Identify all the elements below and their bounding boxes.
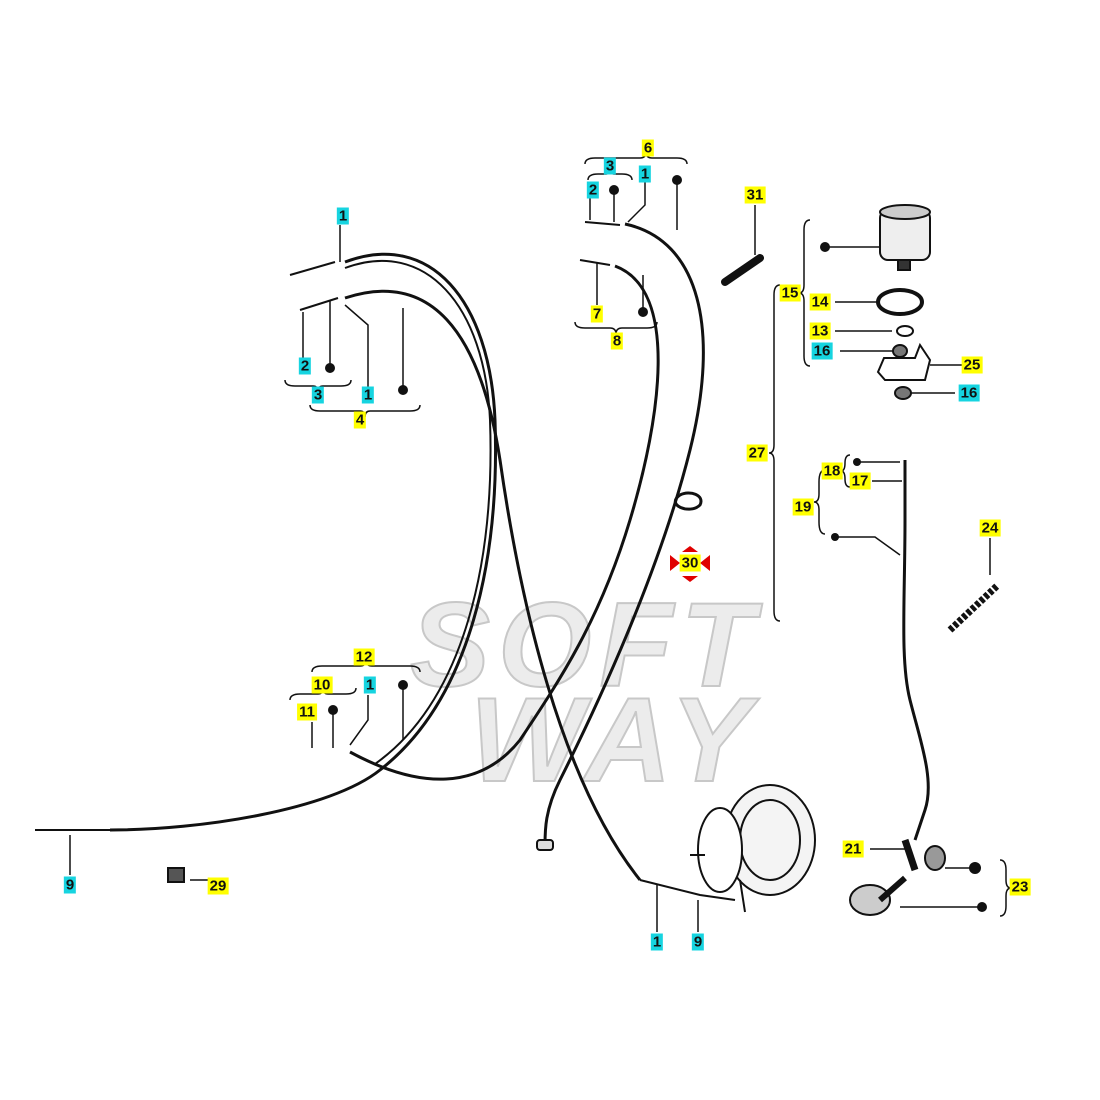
callout-label: 1: [638, 165, 652, 183]
cable-speedo: [543, 221, 705, 846]
cable-end-rear: [639, 879, 736, 901]
callout-label: 16: [811, 342, 833, 360]
callout-label: 30: [679, 554, 701, 572]
callout-label: 3: [603, 157, 617, 175]
callout-label: 27: [746, 444, 768, 462]
cable-throttle: [349, 259, 660, 781]
callout-label: 11: [297, 703, 317, 721]
washer: [896, 325, 914, 337]
cable-nipple: [536, 839, 554, 851]
speedometer-head: [879, 204, 931, 271]
callout-label: 25: [961, 356, 983, 374]
leader-lines: [69, 151, 1012, 932]
callout-label: 13: [809, 322, 831, 340]
callout-label: 23: [1009, 878, 1031, 896]
callout-label: 31: [744, 186, 766, 204]
cable-clutch: [109, 252, 497, 832]
callout-dots: [325, 175, 987, 912]
callout-label: 17: [849, 472, 871, 490]
marker-arrows-icon: [670, 546, 710, 582]
callout-label: 2: [586, 181, 600, 199]
callout-label: 19: [792, 498, 814, 516]
callout-label: 10: [311, 676, 333, 694]
callout-label: 1: [361, 386, 375, 404]
callout-label: 4: [353, 411, 367, 429]
nut: [892, 344, 908, 358]
callout-label: 9: [691, 933, 705, 951]
bracket: [876, 342, 932, 381]
callout-label: 15: [779, 284, 801, 302]
callout-label: 12: [353, 648, 375, 666]
clip-31: [721, 254, 764, 286]
drive-gear: [849, 838, 946, 916]
nut-lower: [894, 386, 912, 400]
cable-front-brake: [299, 289, 642, 881]
ring-clip-30: [673, 491, 703, 511]
callout-label: 18: [821, 462, 843, 480]
callout-label: 29: [207, 877, 229, 895]
callout-label: 16: [958, 384, 980, 402]
rear-hub: [690, 784, 816, 913]
clamp-29: [167, 867, 185, 883]
callout-label: 7: [590, 305, 604, 323]
callout-label: 1: [650, 933, 664, 951]
callout-label: 14: [809, 293, 831, 311]
callout-label: 24: [979, 519, 1001, 537]
watermark-way: WAY: [469, 673, 759, 807]
callout-label: 1: [363, 676, 377, 694]
callout-label: 3: [311, 386, 325, 404]
seal-ring: [876, 288, 924, 316]
callout-label: 2: [298, 357, 312, 375]
callout-label: 6: [641, 139, 655, 157]
callout-label: 9: [63, 876, 77, 894]
callout-label: 21: [842, 840, 864, 858]
callout-label: 1: [336, 207, 350, 225]
callout-label: 8: [610, 332, 624, 350]
guide-24: [947, 582, 1001, 633]
drive-cable: [902, 460, 930, 841]
